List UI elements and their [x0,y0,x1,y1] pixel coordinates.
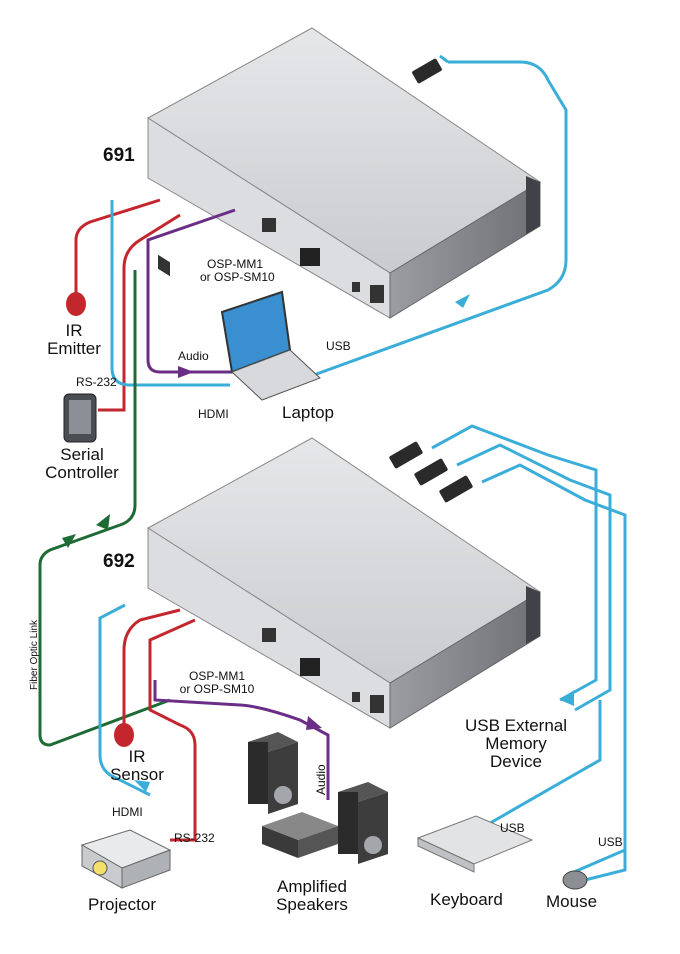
hdmi-bottom-label: HDMI [112,805,143,819]
usb-keyboard-cable [477,700,602,832]
ir-emitter [66,292,86,316]
module-692-label: OSP-MM1 or OSP-SM10 [176,670,258,695]
usb-memory-line-3: Device [490,751,542,771]
module-691-line-1: OSP-MM1 [206,257,263,271]
module-692-line-2: or OSP-SM10 [179,681,255,696]
usb-plugs-bottom [389,441,473,503]
unit-692-label: 692 [103,551,135,572]
usb-arrow-top [455,294,470,308]
unit-691-label: 691 [103,145,135,166]
module-692-line-1: OSP-MM1 [188,669,245,683]
ir-sensor-line-1: IR [128,747,146,766]
projector [80,829,172,889]
ir-sensor [114,723,134,747]
usb-memory-line-2: Memory [485,733,547,753]
fiber-optic-label: Fiber Optic Link [29,619,40,690]
usb-mouse-cable [573,848,626,874]
usb-top-label: USB [326,339,351,353]
amplified-speakers-label: Amplified Speakers [262,878,362,914]
hdmi-top-label: HDMI [198,407,229,421]
audio-arrow-top [178,366,194,378]
rs232-cable-top [98,213,181,412]
serial-controller-line-1: Serial [60,445,104,464]
laptop [220,290,321,401]
usb-memory-cables [431,424,627,882]
amplified-speakers-line-2: Speakers [276,894,348,914]
usb-cable-top [299,54,568,382]
serial-controller [63,393,97,443]
audio-cable-bottom [153,680,330,800]
usb-memory-arrow [560,690,574,706]
mouse [562,870,588,890]
serial-controller-line-2: Controller [45,462,119,482]
keyboard [416,815,534,873]
usb-keyboard-label: USB [500,821,525,835]
audio-cable-top [146,208,240,374]
ir-sensor-line-2: Sensor [110,764,164,784]
laptop-label: Laptop [282,403,334,422]
hdmi-cable-top [110,200,230,387]
ir-emitter-line-2: Emitter [47,338,101,358]
mouse-label: Mouse [546,892,598,911]
audio-bottom-label: Audio [314,764,328,795]
ir-emitter-label: IR Emitter [38,322,110,358]
serial-controller-label: Serial Controller [32,446,132,482]
ir-sensor-cable [122,608,181,728]
fiber-arrow-2 [62,534,76,548]
rs232-top-label: RS-232 [76,375,117,389]
usb-memory-line-1: USB External [464,716,568,735]
ir-emitter-line-1: IR [65,321,83,340]
audio-top-label: Audio [178,349,209,363]
ir-emitter-cable [74,198,161,298]
ir-sensor-label: IR Sensor [108,748,166,784]
audio-arrow-bottom [306,716,322,730]
fiber-arrow-1 [96,514,110,530]
amplified-speakers [248,732,388,864]
projector-label: Projector [88,895,157,914]
usb-memory-label: USB External Memory Device [452,717,580,771]
unit-691 [147,27,541,319]
usb-plug-top [412,58,442,84]
unit-692 [147,437,541,729]
module-691-label: OSP-MM1 or OSP-SM10 [200,257,275,284]
hdmi-arrow-bottom [134,780,150,792]
amplified-speakers-line-1: Amplified [277,877,347,896]
module-691-line-2: or OSP-SM10 [200,269,275,284]
usb-mouse-label: USB [598,835,623,849]
keyboard-label: Keyboard [430,890,503,909]
fiber-optic-link [38,270,171,747]
hdmi-cable-bottom [98,603,151,797]
rs232-bottom-label: RS-232 [174,831,215,845]
rs232-cable-bottom [148,618,197,842]
